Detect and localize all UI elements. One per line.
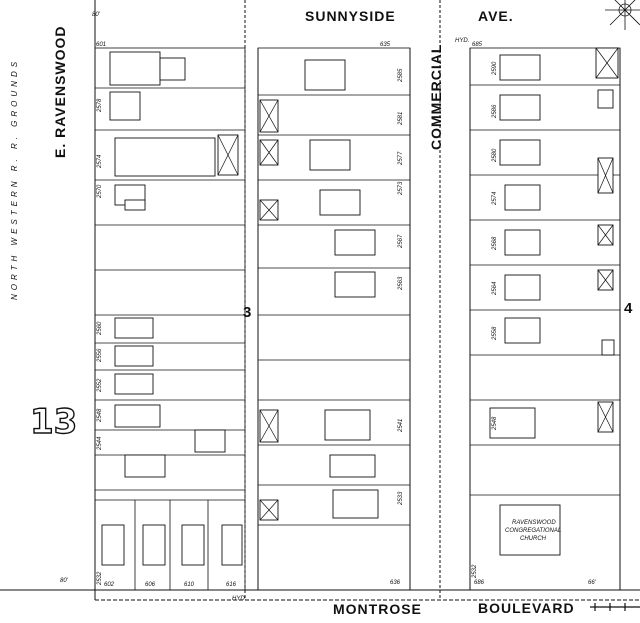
- address-2548w: 2548: [97, 408, 103, 422]
- street-width-1: 80': [92, 12, 100, 18]
- street-e-ravenswood: E. RAVENSWOOD: [52, 25, 68, 158]
- street-width-2: 80': [60, 578, 68, 584]
- address-2564: 2564: [492, 281, 498, 295]
- address-2577: 2577: [398, 151, 404, 165]
- shed-crosses: [217, 47, 619, 521]
- address-2552: 2552: [97, 378, 103, 392]
- street-boulevard: BOULEVARD: [478, 600, 575, 616]
- frontage-bottom-686: 686: [474, 580, 485, 586]
- frontage-top-635: 635: [380, 42, 391, 48]
- compass-rose-icon: [605, 0, 640, 30]
- frontage-bottom-636: 636: [390, 580, 401, 586]
- frontage-bottom-606: 606: [145, 582, 156, 588]
- block-number-4: 4: [624, 300, 633, 317]
- street-commercial: COMMERCIAL: [428, 43, 444, 150]
- street-sunnyside-ave: AVE.: [478, 8, 514, 24]
- street-sunnyside: SUNNYSIDE: [305, 8, 396, 24]
- address-2590: 2590: [492, 61, 498, 75]
- address-2570: 2570: [97, 184, 103, 198]
- address-2574: 2574: [492, 191, 498, 205]
- church-line1: RAVENSWOOD: [512, 520, 556, 526]
- address-2560: 2560: [97, 321, 103, 335]
- address-2581: 2581: [398, 111, 404, 125]
- address-2578: 2578: [97, 98, 103, 112]
- block-number-3: 3: [243, 304, 252, 321]
- railroad-label: NORTH WESTERN R. R. GROUNDS: [10, 57, 19, 300]
- church-line2: CONGREGATIONAL: [505, 528, 562, 534]
- address-2568: 2568: [492, 236, 498, 250]
- block-middle: [257, 47, 411, 591]
- frontage-bottom-610: 610: [184, 582, 195, 588]
- buildings: [101, 47, 619, 566]
- block-west: [94, 47, 246, 591]
- address-2558: 2558: [492, 326, 498, 340]
- address-2548: 2548: [492, 416, 498, 430]
- frontage-top-601: 601: [96, 42, 107, 48]
- address-2573: 2573: [398, 181, 404, 195]
- church-line3: CHURCH: [520, 536, 546, 542]
- sheet-number: 13: [29, 401, 78, 442]
- address-2541: 2541: [398, 418, 404, 432]
- address-2532w: 2532: [97, 571, 103, 585]
- scale-bar-icon: [590, 603, 640, 611]
- address-2544: 2544: [97, 436, 103, 450]
- address-2574w: 2574: [97, 154, 103, 168]
- address-2556: 2556: [97, 348, 103, 362]
- address-2567: 2567: [398, 234, 404, 248]
- hydrant-label-2: HYD.: [232, 596, 247, 602]
- address-2532: 2532: [472, 564, 478, 578]
- hydrant-label-1: HYD.: [455, 38, 470, 44]
- address-2586: 2586: [492, 104, 498, 118]
- address-2580: 2580: [492, 148, 498, 162]
- address-2533: 2533: [398, 491, 404, 505]
- address-2585: 2585: [398, 68, 404, 82]
- frontage-bottom-602: 602: [104, 582, 115, 588]
- street-montrose: MONTROSE: [333, 601, 422, 617]
- frontage-bottom-616: 616: [226, 582, 237, 588]
- street-width-3: 66': [588, 580, 596, 586]
- address-2563: 2563: [398, 276, 404, 290]
- frontage-top-685: 685: [472, 42, 483, 48]
- block-east: [469, 47, 621, 591]
